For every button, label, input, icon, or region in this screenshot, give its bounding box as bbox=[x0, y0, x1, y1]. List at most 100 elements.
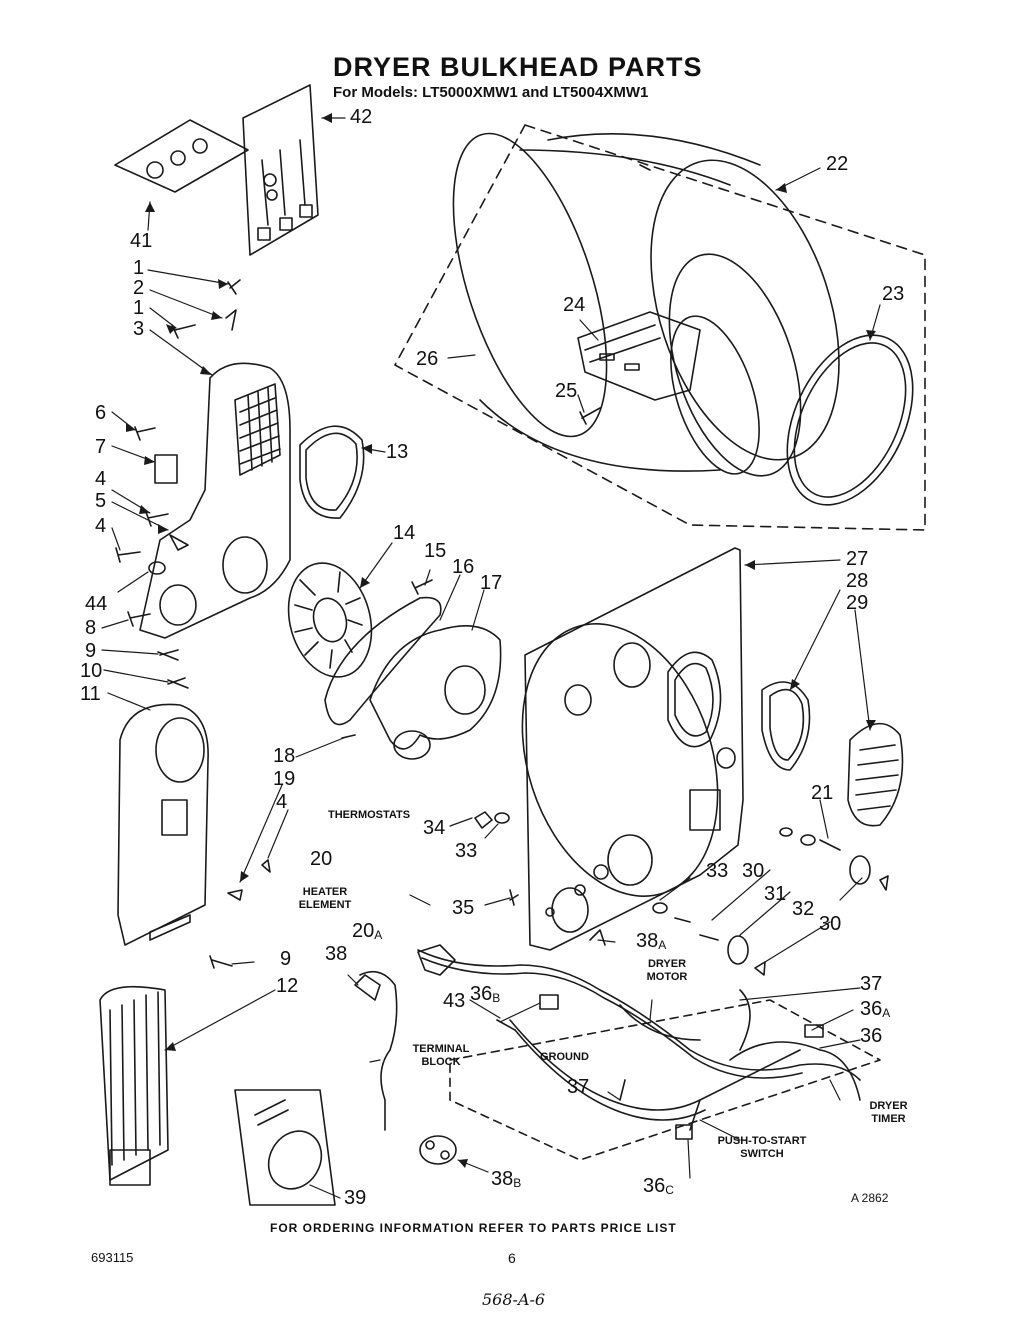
arrowheads bbox=[126, 113, 876, 1168]
blower-housing bbox=[369, 624, 502, 760]
callout-7: 7 bbox=[95, 436, 107, 458]
label-push-to-start: PUSH-TO-START bbox=[717, 1135, 807, 1147]
callout-39: 39 bbox=[344, 1187, 367, 1209]
callout-36: 36 bbox=[860, 1025, 883, 1047]
callout-15: 15 bbox=[424, 540, 447, 562]
wiring-harness bbox=[417, 949, 861, 1140]
drive-belt bbox=[324, 596, 442, 726]
callout-11: 11 bbox=[80, 683, 101, 705]
rear-duct-panel bbox=[139, 362, 291, 639]
callout-38b: 38B bbox=[491, 1168, 522, 1190]
callout-33: 33 bbox=[455, 840, 478, 862]
callout-18: 18 bbox=[273, 745, 296, 767]
label-dryer-motor-2: MOTOR bbox=[646, 971, 688, 983]
label-switch: SWITCH bbox=[740, 1148, 784, 1160]
callout-29: 29 bbox=[846, 592, 869, 614]
callout-26: 26 bbox=[416, 348, 439, 370]
doc-number: 693115 bbox=[91, 1250, 134, 1265]
terminal-block bbox=[419, 1135, 457, 1165]
page-title: DRYER BULKHEAD PARTS bbox=[333, 52, 703, 82]
callout-34: 34 bbox=[423, 817, 446, 839]
callout-36c: 36C bbox=[643, 1175, 674, 1197]
callout-25: 25 bbox=[555, 380, 578, 402]
blower-wheel bbox=[287, 562, 373, 678]
callout-1: 1 bbox=[133, 257, 145, 279]
exhaust-duct-gasket bbox=[761, 681, 811, 771]
callout-16: 16 bbox=[452, 556, 475, 578]
callout-20a: 20A bbox=[352, 920, 383, 942]
callout-23: 23 bbox=[882, 283, 905, 305]
callout-20: 20 bbox=[310, 848, 333, 870]
lint-screen bbox=[847, 722, 904, 827]
drum-assembly bbox=[394, 124, 926, 531]
callout-43: 43 bbox=[443, 990, 466, 1012]
callout-38a: 38A bbox=[636, 930, 667, 952]
handwritten-note: 568-A-6 bbox=[482, 1290, 546, 1309]
callout-21: 21 bbox=[811, 782, 834, 804]
callout-6: 6 bbox=[95, 402, 107, 424]
callout-30: 30 bbox=[819, 913, 842, 935]
callout-28: 28 bbox=[846, 570, 869, 592]
power-cord bbox=[354, 944, 456, 1131]
cord-kit bbox=[234, 1089, 336, 1206]
callout-38: 38 bbox=[325, 943, 348, 965]
label-dryer-timer-2: TIMER bbox=[871, 1113, 906, 1125]
callout-22: 22 bbox=[826, 153, 849, 175]
callout-33: 33 bbox=[706, 860, 729, 882]
callout-30: 30 bbox=[742, 860, 765, 882]
callout-42: 42 bbox=[350, 106, 373, 128]
label-thermostats: THERMOSTATS bbox=[328, 809, 411, 821]
callout-14: 14 bbox=[393, 522, 416, 544]
label-element: ELEMENT bbox=[298, 899, 352, 911]
callout-9: 9 bbox=[280, 948, 292, 970]
callout-36b: 36B bbox=[470, 983, 501, 1005]
callout-8: 8 bbox=[85, 617, 97, 639]
drum-baffle bbox=[577, 311, 701, 401]
callout-27: 27 bbox=[846, 548, 869, 570]
bulkhead-panel bbox=[521, 547, 744, 951]
callout-3: 3 bbox=[133, 318, 145, 340]
callout-37: 37 bbox=[860, 973, 883, 995]
callout-10: 10 bbox=[80, 660, 103, 682]
callout-44: 44 bbox=[85, 593, 108, 615]
callout-36a: 36A bbox=[860, 998, 891, 1020]
drawing-code: A 2862 bbox=[851, 1191, 889, 1205]
drum-ring bbox=[786, 334, 914, 506]
callout-12: 12 bbox=[276, 975, 299, 997]
label-ground: GROUND bbox=[540, 1051, 589, 1063]
hardware bbox=[115, 279, 889, 1101]
callout-24: 24 bbox=[563, 294, 586, 316]
blower-gasket bbox=[299, 425, 365, 519]
callout-37: 37 bbox=[567, 1076, 590, 1098]
label-block: BLOCK bbox=[421, 1056, 461, 1068]
label-dryer-timer-1: DRYER bbox=[869, 1100, 908, 1112]
callout-19: 19 bbox=[273, 768, 296, 790]
parts-bag bbox=[114, 84, 319, 256]
control-panel-outline bbox=[449, 999, 881, 1161]
callout-17: 17 bbox=[480, 572, 503, 594]
baffle-screw bbox=[579, 407, 601, 425]
ordering-note: FOR ORDERING INFORMATION REFER TO PARTS … bbox=[270, 1221, 677, 1235]
page-number: 6 bbox=[508, 1250, 516, 1266]
callout-4: 4 bbox=[95, 468, 107, 490]
callout-41: 41 bbox=[130, 230, 153, 252]
callout-9: 9 bbox=[85, 640, 97, 662]
callout-4: 4 bbox=[95, 515, 107, 537]
callout-2: 2 bbox=[133, 277, 145, 299]
callout-35: 35 bbox=[452, 897, 475, 919]
heater-cover bbox=[117, 703, 209, 946]
label-terminal: TERMINAL bbox=[412, 1043, 470, 1055]
label-heater: HEATER bbox=[302, 886, 348, 898]
leader-lines bbox=[101, 117, 881, 1199]
callout-1: 1 bbox=[133, 297, 145, 319]
heater-element bbox=[99, 985, 169, 1186]
callout-4: 4 bbox=[276, 791, 288, 813]
callout-32: 32 bbox=[792, 898, 815, 920]
model-subtitle: For Models: LT5000XMW1 and LT5004XMW1 bbox=[333, 84, 649, 101]
callout-13: 13 bbox=[386, 441, 409, 463]
label-dryer-motor-1: DRYER bbox=[647, 958, 687, 970]
callout-5: 5 bbox=[95, 490, 107, 512]
callout-31: 31 bbox=[764, 883, 787, 905]
